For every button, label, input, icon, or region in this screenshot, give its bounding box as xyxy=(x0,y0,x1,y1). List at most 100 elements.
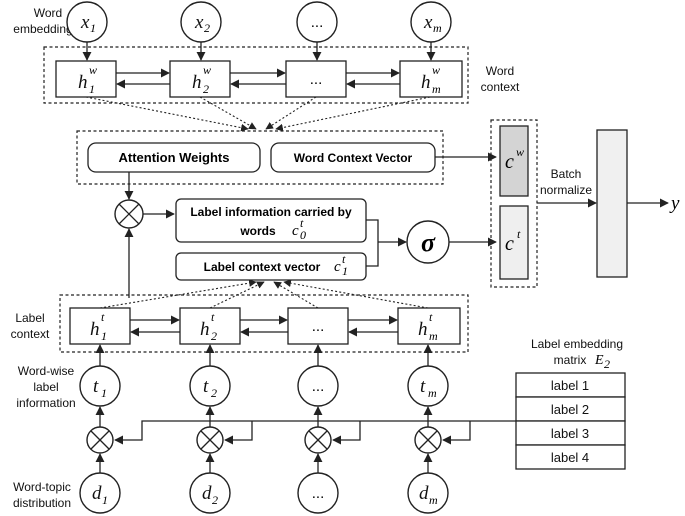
hw-node-m: h w m xyxy=(399,60,463,98)
hw-node-1-sub: 1 xyxy=(89,82,95,96)
t-node-1-sub: 1 xyxy=(101,386,107,400)
x-node-2: x 2 xyxy=(180,1,222,43)
t-node-2-base: t xyxy=(203,376,209,397)
e2-base: E xyxy=(594,353,604,368)
hw-node-2-base: h xyxy=(192,72,202,93)
x-node-m-sub: m xyxy=(433,21,442,35)
word-embedding-label: Word embedding xyxy=(13,6,72,36)
merge-bracket xyxy=(366,219,379,267)
batch-normalize-line1: Batch xyxy=(551,167,582,181)
hw-node-2: h w 2 xyxy=(169,60,231,98)
x-node-1-sub: 1 xyxy=(90,21,96,35)
t-node-ellipsis-text: ... xyxy=(312,378,325,395)
hw-node-1: h w 1 xyxy=(55,60,117,98)
label-info-words-line1: Label information carried by xyxy=(190,205,352,219)
word-embedding-label-line2: embedding xyxy=(13,22,72,36)
label-row-1: label 1 xyxy=(551,378,589,393)
batch-normalize-line2: normalize xyxy=(540,183,592,197)
word-embedding-label-line1: Word xyxy=(34,6,62,20)
x-node-1-base: x xyxy=(80,12,90,33)
dotted-arrow-ht1-lcv xyxy=(99,279,257,309)
ht-node-2-base: h xyxy=(200,319,210,340)
ht-node-1-base: h xyxy=(90,319,100,340)
hw-node-m-sub: m xyxy=(432,82,441,96)
label-row-2: label 2 xyxy=(551,402,589,417)
t-node-1: t 1 xyxy=(79,365,121,407)
batch-normalize-block xyxy=(596,129,628,278)
multiply-node-attention xyxy=(114,199,144,229)
ct-block: c t xyxy=(499,205,529,280)
word-context-container xyxy=(43,46,469,104)
ht-node-ellipsis: ... xyxy=(287,307,349,345)
ht-node-1: h t 1 xyxy=(69,307,131,345)
label-context-vector-box: Label context vector c t 1 xyxy=(175,252,367,281)
word-wise-line1: Word-wise xyxy=(18,364,75,378)
label-context-container xyxy=(59,294,469,353)
word-wise-line2: label xyxy=(33,380,58,394)
d-node-m-base: d xyxy=(419,483,429,504)
t-node-m-sub: m xyxy=(428,386,437,400)
word-context-vector-text: Word Context Vector xyxy=(294,151,413,165)
hw-node-ellipsis-text: ... xyxy=(310,71,323,88)
hw-node-ellipsis: ... xyxy=(285,60,347,98)
feed-line-1 xyxy=(114,420,516,445)
d-node-1-sub: 1 xyxy=(102,493,108,507)
label-row-4: label 4 xyxy=(551,450,589,465)
ht-node-2: h t 2 xyxy=(179,307,241,345)
word-wise-label: Word-wise label information xyxy=(16,364,75,410)
x-node-m: x m xyxy=(410,1,452,43)
label-context-label: Label context xyxy=(11,311,50,341)
word-context-label-line2: context xyxy=(481,80,520,94)
cw-block: c w xyxy=(499,125,529,197)
d-node-m-sub: m xyxy=(429,493,438,507)
c0-sup: t xyxy=(300,216,304,230)
ht-node-ellipsis-text: ... xyxy=(312,318,325,335)
sigma-text: σ xyxy=(421,228,436,257)
x-node-m-base: x xyxy=(423,12,433,33)
attention-weights-text: Attention Weights xyxy=(119,150,230,165)
word-context-label: Word context xyxy=(481,64,520,94)
word-topic-line1: Word-topic xyxy=(13,480,71,494)
multiply-node-1 xyxy=(86,426,114,454)
d-node-2: d 2 xyxy=(189,472,231,514)
label-info-words-line2: words xyxy=(239,224,276,238)
dotted-arrow-hw1-attn xyxy=(85,96,249,132)
ct-rect xyxy=(499,205,529,280)
c1-base: c xyxy=(334,259,341,275)
word-context-vector-box: Word Context Vector xyxy=(270,142,436,173)
label-embedding-line2: matrix xyxy=(554,353,587,367)
multiply-node-2 xyxy=(196,426,224,454)
label-context-vector-text: Label context vector xyxy=(204,260,321,274)
hw-node-m-sup: w xyxy=(432,63,440,77)
feed-line-3 xyxy=(332,421,361,445)
ht-node-2-sub: 2 xyxy=(211,329,217,343)
multiply-node-m xyxy=(414,426,442,454)
batch-normalize-label: Batch normalize xyxy=(540,167,592,197)
d-node-2-base: d xyxy=(202,483,212,504)
cw-rect xyxy=(499,125,529,197)
t-node-m-base: t xyxy=(420,376,426,397)
d-node-2-sub: 2 xyxy=(212,493,218,507)
x-node-ellipsis-text: ... xyxy=(311,14,324,31)
word-topic-line2: distribution xyxy=(13,496,71,510)
t-node-1-base: t xyxy=(93,376,99,397)
label-embedding-title: Label embedding matrix E 2 xyxy=(531,337,623,371)
d-node-1-base: d xyxy=(92,483,102,504)
word-wise-line3: information xyxy=(16,396,75,410)
word-topic-label: Word-topic distribution xyxy=(13,480,71,510)
x-node-1: x 1 xyxy=(66,1,108,43)
x-node-2-base: x xyxy=(194,12,204,33)
c0-sub: 0 xyxy=(300,228,306,242)
dotted-arrow-ht2-lcv xyxy=(209,281,265,309)
ht-node-1-sub: 1 xyxy=(101,329,107,343)
attention-weights-box: Attention Weights xyxy=(87,142,261,173)
cw-sup: w xyxy=(516,145,524,159)
d-node-m: d m xyxy=(407,472,449,514)
ct-sup: t xyxy=(517,227,521,241)
label-embedding-matrix: label 1 label 2 label 3 label 4 xyxy=(515,372,626,470)
c0-base: c xyxy=(292,223,299,239)
dotted-arrow-hw2-attn xyxy=(199,96,257,130)
hw-node-2-sub: 2 xyxy=(203,82,209,96)
feed-line-m xyxy=(442,421,471,445)
